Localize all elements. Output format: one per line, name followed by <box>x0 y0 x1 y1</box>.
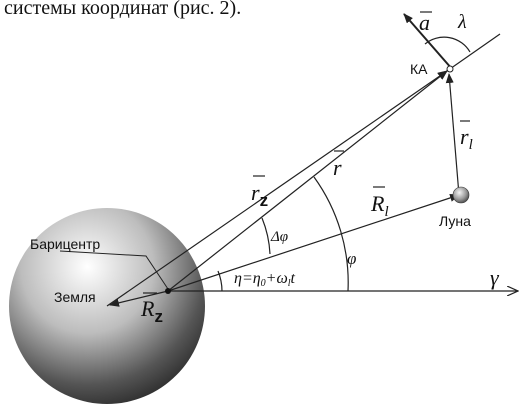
R-z-vector <box>109 290 169 307</box>
overlines <box>143 11 470 294</box>
label-delta-phi: Δφ <box>270 229 288 245</box>
r-l-vector <box>445 73 460 196</box>
label-r-l: rl <box>460 124 473 153</box>
baricenter-dot <box>165 288 171 294</box>
label-r-z: rz <box>251 180 268 210</box>
label-luna: Луна <box>439 213 471 229</box>
phi-arc <box>313 176 349 292</box>
label-lambda: λ <box>457 11 467 33</box>
r-z-vector <box>106 70 448 307</box>
label-R-l: Rl <box>370 191 389 220</box>
vector-lines <box>59 13 518 307</box>
lambda-arc <box>424 36 471 53</box>
label-r: r <box>333 155 342 180</box>
label-ka: КА <box>410 61 428 77</box>
spacecraft-dot-icon <box>446 65 454 73</box>
label-R-z: Rz <box>140 296 163 326</box>
label-zemlya: Земля <box>54 289 96 305</box>
moon-sphere-icon <box>452 186 470 204</box>
label-a: a <box>419 10 430 35</box>
extension-line <box>446 33 501 72</box>
delta-phi-arc <box>261 217 271 255</box>
R-l-vector <box>167 194 460 292</box>
label-gamma: γ <box>490 265 500 290</box>
eta-arc <box>217 270 223 292</box>
baricenter-leader <box>59 250 169 290</box>
label-baricenter: Барицентр <box>30 236 100 252</box>
r-vector <box>167 70 448 292</box>
label-eta: η=η0+ωlt <box>234 270 296 289</box>
label-phi: φ <box>347 249 356 268</box>
header-fragment: системы координат (рис. 2). <box>4 0 241 19</box>
